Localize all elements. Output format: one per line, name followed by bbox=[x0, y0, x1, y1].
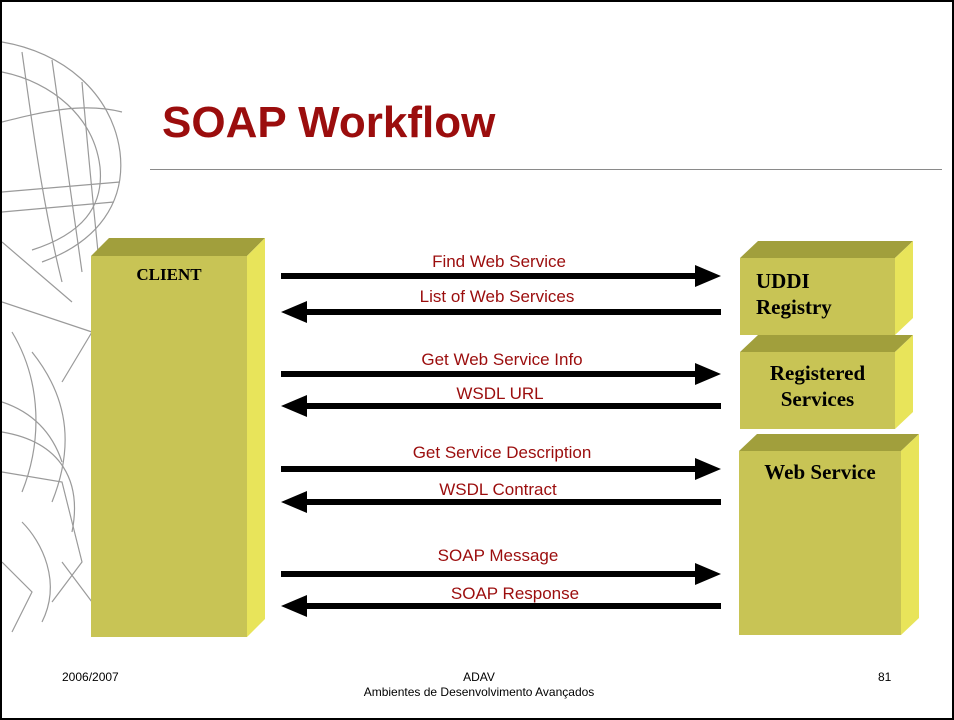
message-arrows bbox=[281, 265, 721, 617]
footer-course-name: Ambientes de Desenvolvimento Avançados bbox=[363, 685, 595, 699]
footer-center: ADAV Ambientes de Desenvolvimento Avança… bbox=[279, 670, 679, 700]
arrow-right bbox=[281, 458, 721, 480]
slide-title: SOAP Workflow bbox=[162, 98, 496, 147]
arrow-left bbox=[281, 595, 721, 617]
registered-services-label: Registered Services bbox=[740, 360, 895, 413]
arrow-left bbox=[281, 395, 721, 417]
arrow-right bbox=[281, 363, 721, 385]
client-label: CLIENT bbox=[136, 265, 202, 284]
footer-year: 2006/2007 bbox=[62, 670, 119, 684]
footer-course-code: ADAV bbox=[463, 670, 495, 684]
message-label: SOAP Message bbox=[437, 546, 559, 565]
title-divider bbox=[150, 169, 942, 170]
registered-services-box bbox=[740, 335, 913, 429]
web-service-label: Web Service bbox=[764, 460, 876, 484]
arrow-left bbox=[281, 491, 721, 513]
message-label: WSDL Contract bbox=[439, 480, 557, 499]
uddi-registry-label: UDDI Registry bbox=[740, 268, 880, 321]
arrow-right bbox=[281, 265, 721, 287]
message-label: List of Web Services bbox=[419, 287, 575, 306]
arrow-right bbox=[281, 563, 721, 585]
registered-label-line1: Registered bbox=[769, 361, 866, 385]
message-label: Get Web Service Info bbox=[421, 350, 583, 369]
message-label: Get Service Description bbox=[412, 443, 592, 462]
arrow-left bbox=[281, 301, 721, 323]
client-box bbox=[91, 238, 265, 637]
uddi-label-line2: Registry bbox=[756, 295, 832, 320]
web-service-box bbox=[739, 434, 919, 635]
registered-label-line2: Services bbox=[780, 387, 855, 412]
footer-page-number: 81 bbox=[878, 670, 892, 684]
uddi-label-line1: UDDI bbox=[756, 269, 810, 293]
message-label: WSDL URL bbox=[456, 384, 544, 403]
message-label: SOAP Response bbox=[450, 584, 580, 603]
decorative-armillary-drawing bbox=[2, 41, 123, 633]
message-label: Find Web Service bbox=[432, 252, 566, 271]
uddi-registry-box bbox=[740, 241, 913, 335]
